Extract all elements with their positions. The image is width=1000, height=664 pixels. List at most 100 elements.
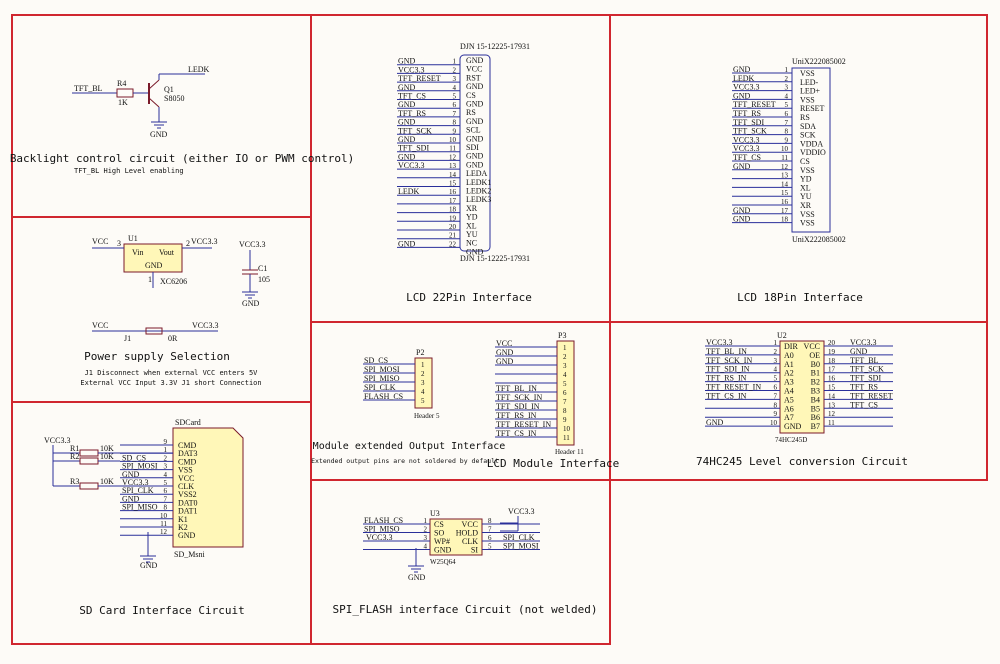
net-label: VCC3.3 — [706, 338, 732, 347]
pin-number: 7 — [488, 526, 492, 534]
pin-number: 7 — [785, 119, 789, 127]
pin-name: GND — [466, 117, 484, 126]
spiflash-caption: SPI_FLASH interface Circuit (not welded) — [333, 603, 598, 616]
module-out-note: Extended output pins are not soldered by… — [311, 457, 499, 465]
pin-number: 1 — [164, 446, 168, 454]
pin-number: 10 — [449, 136, 457, 144]
pin-name: RS — [466, 108, 476, 117]
p3-ref: P3 — [558, 331, 566, 340]
reg-vin: Vin — [132, 248, 144, 257]
pin-number: 9 — [774, 410, 778, 418]
level-panel: U2 74HC245D DIR1VCC3.3A02TFT_BL_INA13TFT… — [705, 331, 893, 444]
pin-name: A7 — [784, 413, 794, 422]
net-label: GND — [850, 347, 868, 356]
net-label: TFT_RESET — [733, 100, 776, 109]
net-label: TFT_RESET_IN — [706, 383, 761, 392]
pin-name: NC — [466, 239, 477, 248]
pin-name: GND — [434, 546, 452, 555]
panel-frame — [609, 321, 988, 481]
pin-name: GND — [466, 160, 484, 169]
pin-number: 21 — [449, 232, 457, 240]
j1-value: 0R — [168, 334, 178, 343]
net-label: TFT_BL_IN — [496, 384, 537, 393]
cap-vcc: VCC3.3 — [239, 240, 265, 249]
pin-name: VSS — [800, 166, 815, 175]
pin-name: OE — [809, 351, 820, 360]
pin-number: 7 — [164, 495, 168, 503]
net-label: GND — [733, 206, 751, 215]
pin-name: VSS — [800, 210, 815, 219]
pin-number: 12 — [160, 528, 168, 536]
net-label: FLASH_CS — [364, 516, 403, 525]
u3-vcc: VCC3.3 — [508, 507, 534, 516]
pin-name: CS — [800, 157, 810, 166]
pin-name: SO — [434, 529, 444, 538]
net-label: TFT_SDI_IN — [706, 365, 750, 374]
pin-name: YU — [800, 192, 812, 201]
panel-frame — [310, 479, 611, 645]
pin-number: 9 — [164, 438, 168, 446]
j1-vcc33: VCC3.3 — [192, 321, 218, 330]
p2-name: Header 5 — [414, 412, 440, 420]
pin-name: RS — [800, 113, 810, 122]
net-label: GND — [733, 162, 751, 171]
net-label: SPI_MOSI — [364, 365, 400, 374]
pin-name: DAT0 — [178, 498, 198, 507]
pin-name: GND — [466, 82, 484, 91]
pin-name: B3 — [811, 387, 820, 396]
pin-number: 10 — [770, 419, 778, 427]
pin-number: 11 — [828, 419, 835, 427]
pin-name: SCL — [466, 126, 481, 135]
pin-name: LEDK2 — [466, 187, 491, 196]
pin-number: 7 — [453, 110, 457, 118]
pin-name: B5 — [811, 404, 820, 413]
net-label: TFT_SDI — [398, 144, 429, 153]
pin-name: A1 — [784, 360, 794, 369]
pin-name: CS — [466, 91, 476, 100]
pin-number: 5 — [164, 479, 168, 487]
pin-name: CMD — [178, 457, 196, 466]
net-label: GND — [398, 100, 416, 109]
net-label: SD_CS — [122, 453, 146, 462]
pin-name: LEDK1 — [466, 178, 491, 187]
pin-name: B1 — [811, 369, 820, 378]
pin-name: CS — [434, 520, 444, 529]
pin-number: 2 — [785, 75, 789, 83]
pin-name: VCC — [804, 342, 820, 351]
pin-number: 16 — [449, 188, 457, 196]
net-label: GND — [398, 135, 416, 144]
pin-number: 15 — [781, 189, 789, 197]
pin-num: 3 — [117, 239, 121, 248]
spiflash-panel: U3 W25Q64 VCC3.3 GND CS1FLASH_CSSO2SPI_M… — [363, 507, 540, 582]
pin-number: 8 — [774, 401, 778, 409]
net-label: TFT_RS_IN — [706, 374, 747, 383]
net-label: TFT_SDI — [733, 118, 764, 127]
pin-name: HOLD — [456, 529, 478, 538]
net-label: VCC3.3 — [366, 533, 392, 542]
pin-name: A0 — [784, 351, 794, 360]
net-label: SPI_CLK — [364, 383, 396, 392]
pin-name: VSS — [800, 69, 815, 78]
net-label: TFT_SDI_IN — [496, 402, 540, 411]
pin-number: 1 — [453, 58, 457, 66]
sd-caption: SD Card Interface Circuit — [79, 604, 245, 617]
pin-number: 8 — [488, 517, 492, 525]
pin-name: RST — [466, 73, 481, 82]
lcd18-panel: UniX222085002 UniX222085002 VSS1GNDLED-2… — [732, 57, 846, 244]
net-label: TFT_BL — [850, 356, 879, 365]
resistor-value: 1K — [118, 98, 128, 107]
pin-number: 8 — [785, 128, 789, 136]
pin-number: 2 — [164, 454, 168, 462]
lcd22-caption: LCD 22Pin Interface — [406, 291, 532, 304]
p3-name: Header 11 — [555, 448, 584, 456]
net-label: TFT_CS_IN — [706, 391, 747, 400]
pin-name: LED+ — [800, 87, 821, 96]
net-label: GND — [733, 215, 751, 224]
pin-name: GND — [178, 531, 196, 540]
net-label: VCC3.3 — [850, 338, 876, 347]
net-label: GND — [398, 118, 416, 127]
pin-name: RESET — [800, 104, 825, 113]
net-label: LEDK — [733, 74, 755, 83]
pin-name: GND — [466, 134, 484, 143]
